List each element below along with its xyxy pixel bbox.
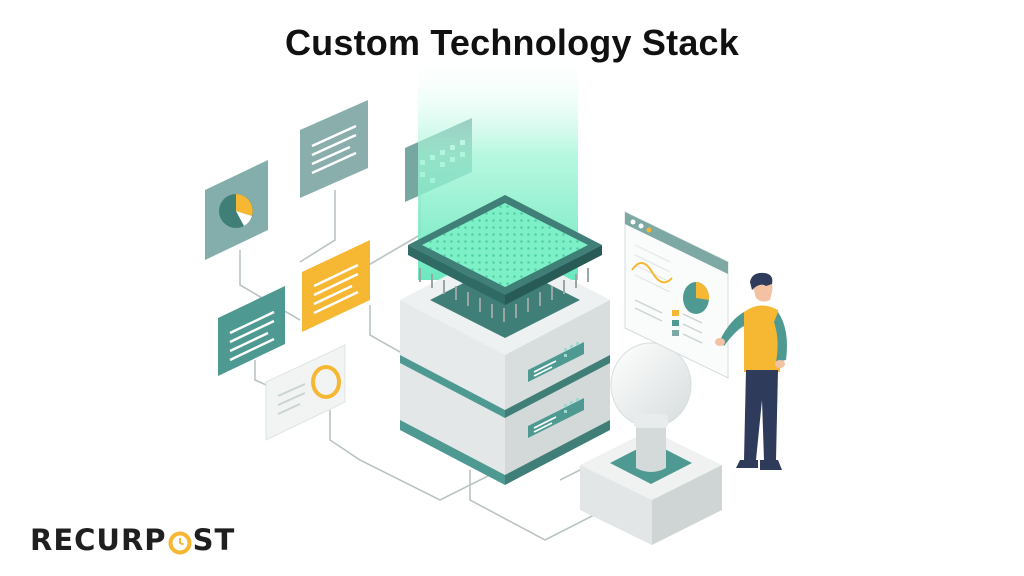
brand-name-part-2: ST [192,523,236,557]
donut-card-panel [265,344,346,441]
lightbulb-icon [610,342,692,428]
pie-chart-panel [205,160,268,260]
text-card-panel-top [300,100,368,198]
clock-o-icon [168,531,192,555]
highlight-text-panel [302,240,370,332]
dashboard-legend [634,299,703,344]
brand-name-part-1: RECURP [30,523,167,557]
processor-chip [408,195,602,322]
brand-logo: RECURP ST [30,520,235,560]
person-figure [715,272,787,470]
wave-graph [631,262,673,284]
lightbulb-pedestal [580,342,722,545]
text-card-panel-bottom [218,286,285,376]
donut-icon [311,365,341,399]
dashboard-panel [624,211,729,379]
